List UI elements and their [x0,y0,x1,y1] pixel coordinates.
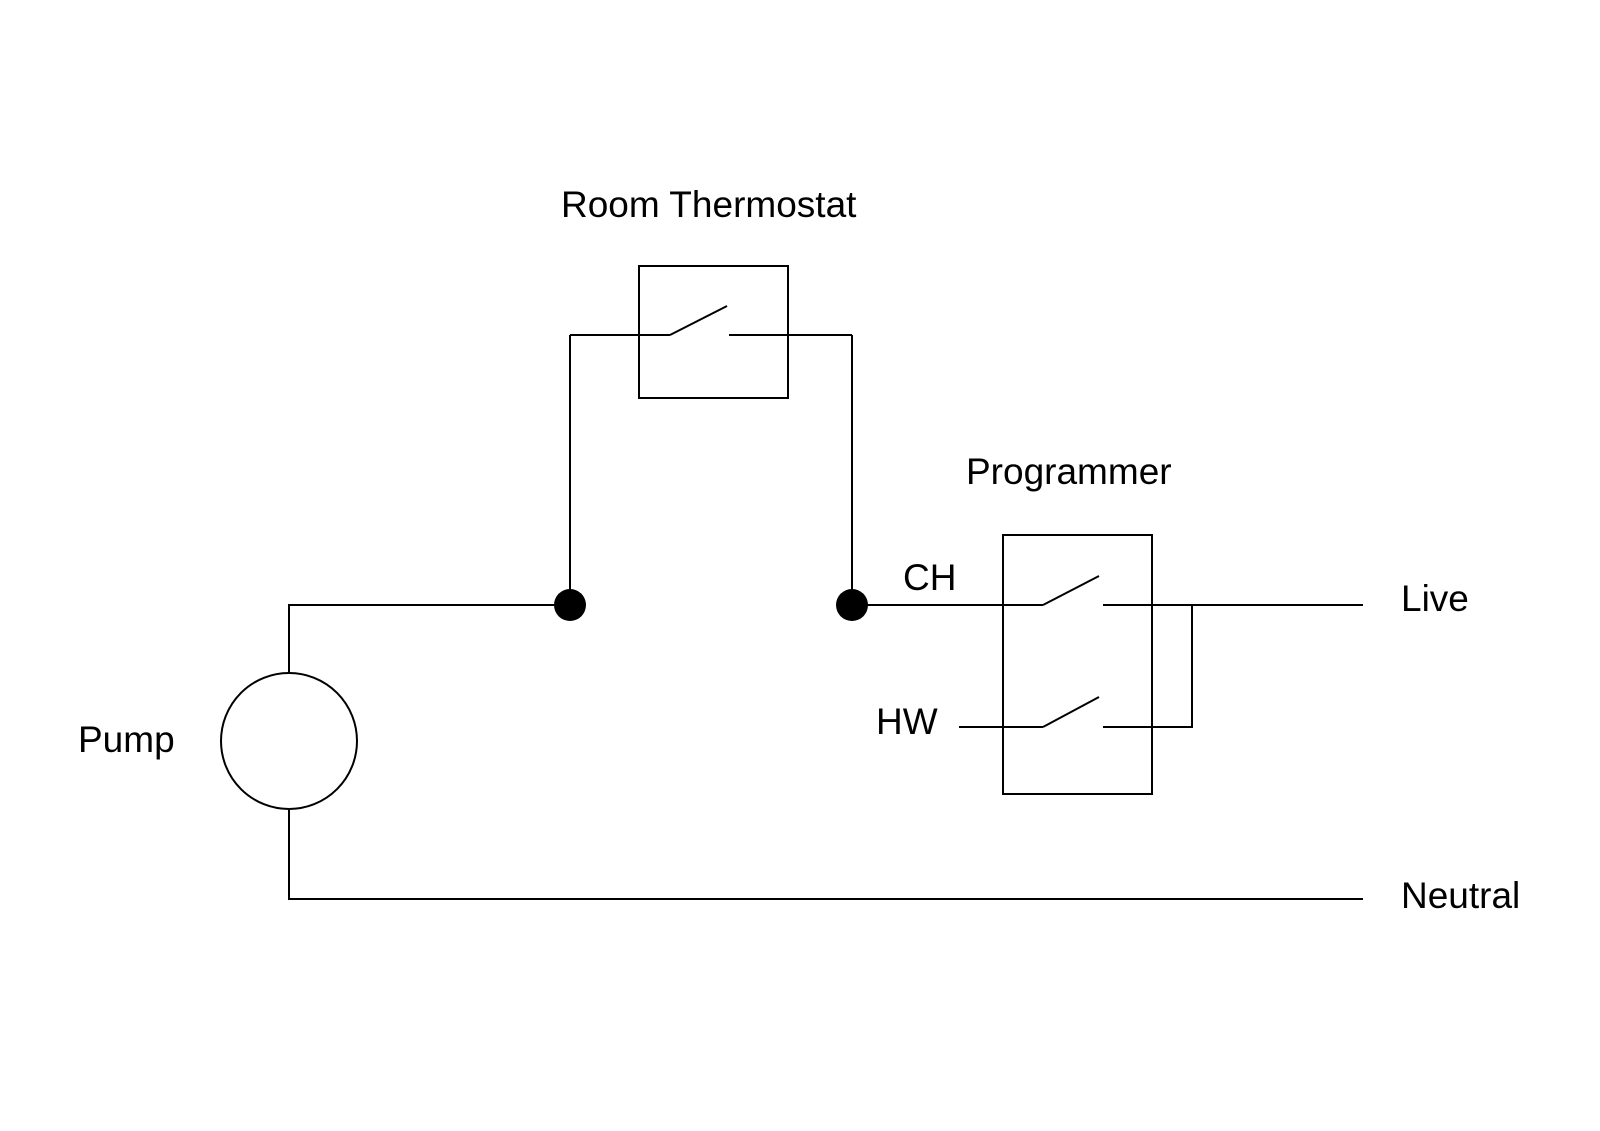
neutral-wire [288,809,1363,900]
live-label: Live [1401,578,1469,619]
hw-output-wire [1103,605,1193,728]
neutral-label: Neutral [1401,875,1520,916]
programmer: Programmer CH HW [852,451,1363,795]
thermostat-switch-blade [669,305,728,336]
room-thermostat-enclosure [638,265,789,399]
programmer-enclosure [1002,534,1153,795]
pump-symbol [220,672,358,810]
pump: Pump [78,604,1363,900]
hw-label: HW [876,701,938,742]
programmer-label: Programmer [966,451,1172,492]
pump-to-junction-wire [288,604,570,673]
ch-switch-blade [1042,575,1100,606]
pump-label: Pump [78,719,175,760]
ch-label: CH [903,557,956,598]
room-thermostat-label: Room Thermostat [561,184,857,225]
room-thermostat: Room Thermostat [561,184,857,399]
hw-switch-blade [1042,696,1100,728]
